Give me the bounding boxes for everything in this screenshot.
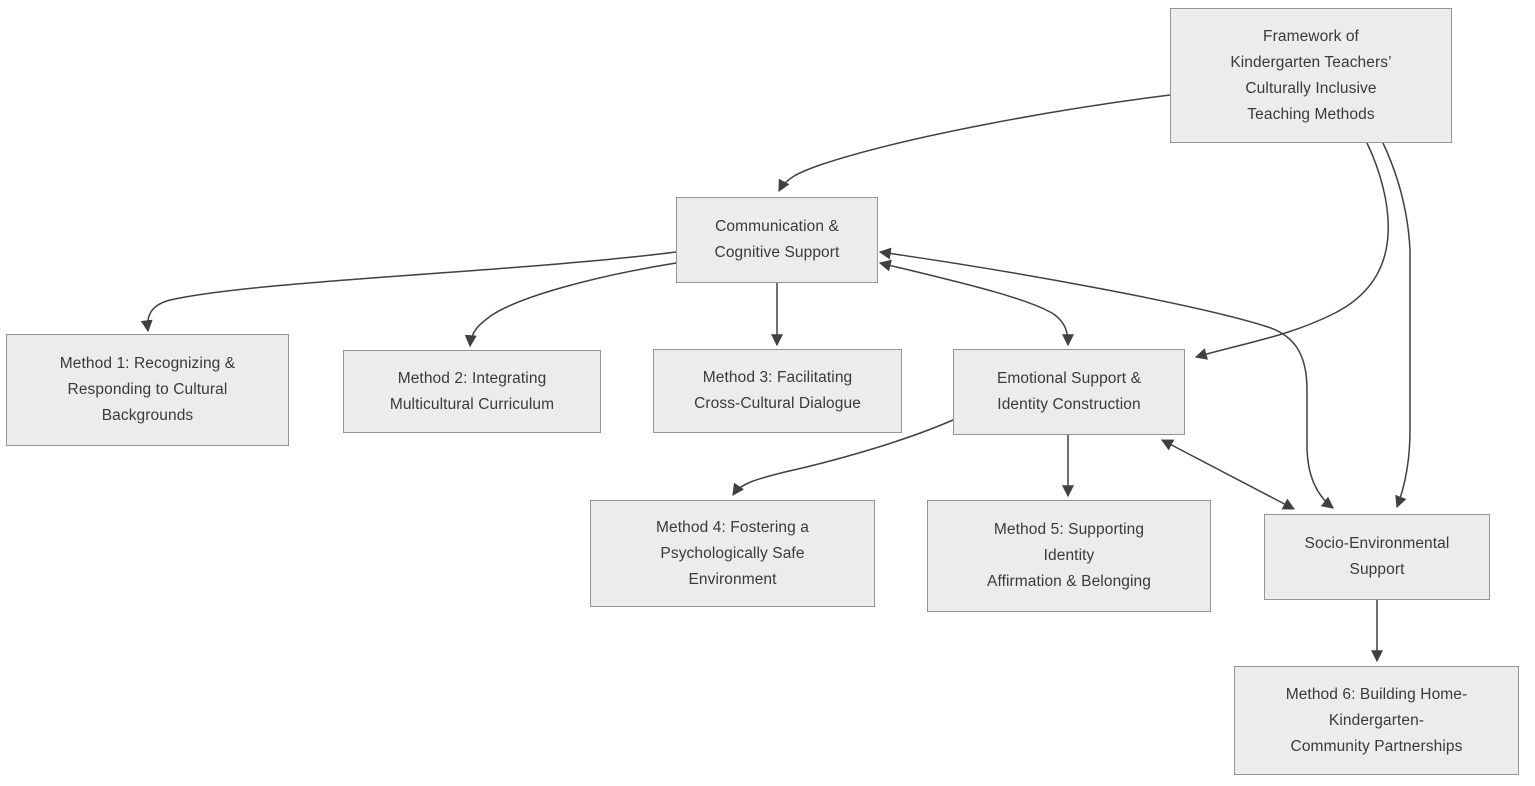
node-label-line: Emotional Support &: [996, 370, 1142, 387]
edge-communication-to-method1: [140, 251, 677, 333]
node-label-line: Teaching Methods: [1247, 105, 1375, 123]
node-method-1: Method 1: Recognizing & Responding to Cu…: [6, 334, 289, 446]
node-label-line: Identity: [1043, 547, 1095, 564]
node-label-line: Support: [1349, 561, 1405, 578]
node-label-line: Kindergarten Teachers’: [1230, 53, 1392, 71]
node-method-3: Method 3: Facilitating Cross-Cultural Di…: [653, 349, 902, 433]
node-label-line: Framework of: [1263, 27, 1359, 45]
edge-emotional-socio: [1160, 439, 1296, 510]
node-framework: Framework of Kindergarten Teachers’ Cult…: [1170, 8, 1452, 143]
edge-communication-to-method2: [464, 262, 677, 348]
edge-emotional-to-method4: [732, 419, 954, 496]
node-label-line: Communication &: [715, 218, 839, 235]
node-method-4: Method 4: Fostering a Psychologically Sa…: [590, 500, 875, 607]
node-label-line: Backgrounds: [101, 407, 194, 424]
node-label-line: Environment: [688, 570, 777, 588]
node-label-line: Multicultural Curriculum: [389, 395, 555, 413]
node-label-line: Cognitive Support: [714, 244, 840, 261]
node-label-line: Kindergarten-: [1328, 711, 1425, 729]
node-label-line: Method 4: Fostering a: [656, 518, 809, 536]
node-label-line: Community Partnerships: [1290, 737, 1463, 755]
node-label-line: Responding to Cultural: [67, 381, 228, 398]
node-method-6: Method 6: Building Home- Kindergarten- C…: [1234, 666, 1519, 775]
node-label-line: Method 3: Facilitating: [702, 369, 853, 386]
node-label-line: Socio-Environmental: [1304, 535, 1450, 552]
edges-group: [140, 94, 1411, 663]
node-emotional-support-identity: Emotional Support & Identity Constructio…: [953, 349, 1185, 435]
edge-framework-to-communication: [778, 94, 1171, 193]
node-communication-cognitive-support: Communication & Cognitive Support: [676, 197, 878, 283]
node-method-2: Method 2: Integrating Multicultural Curr…: [343, 350, 601, 433]
node-label-line: Psychologically Safe: [660, 544, 805, 562]
node-label-line: Culturally Inclusive: [1245, 79, 1377, 97]
node-method-5: Method 5: Supporting Identity Affirmatio…: [927, 500, 1211, 612]
node-label-line: Cross-Cultural Dialogue: [694, 395, 861, 412]
node-label-line: Method 5: Supporting: [993, 521, 1145, 538]
edge-communication-emotional: [878, 259, 1074, 347]
edge-framework-to-emotional: [1194, 142, 1389, 360]
node-socio-environmental-support: Socio-Environmental Support: [1264, 514, 1490, 600]
edge-communication-socio: [878, 247, 1334, 509]
node-label-line: Method 6: Building Home-: [1285, 685, 1468, 703]
node-label-line: Identity Construction: [997, 396, 1141, 413]
node-label-line: Method 1: Recognizing &: [59, 355, 236, 372]
edge-framework-to-socio: [1382, 142, 1411, 509]
node-label-line: Affirmation & Belonging: [987, 573, 1151, 590]
node-label-line: Method 2: Integrating: [397, 369, 547, 387]
